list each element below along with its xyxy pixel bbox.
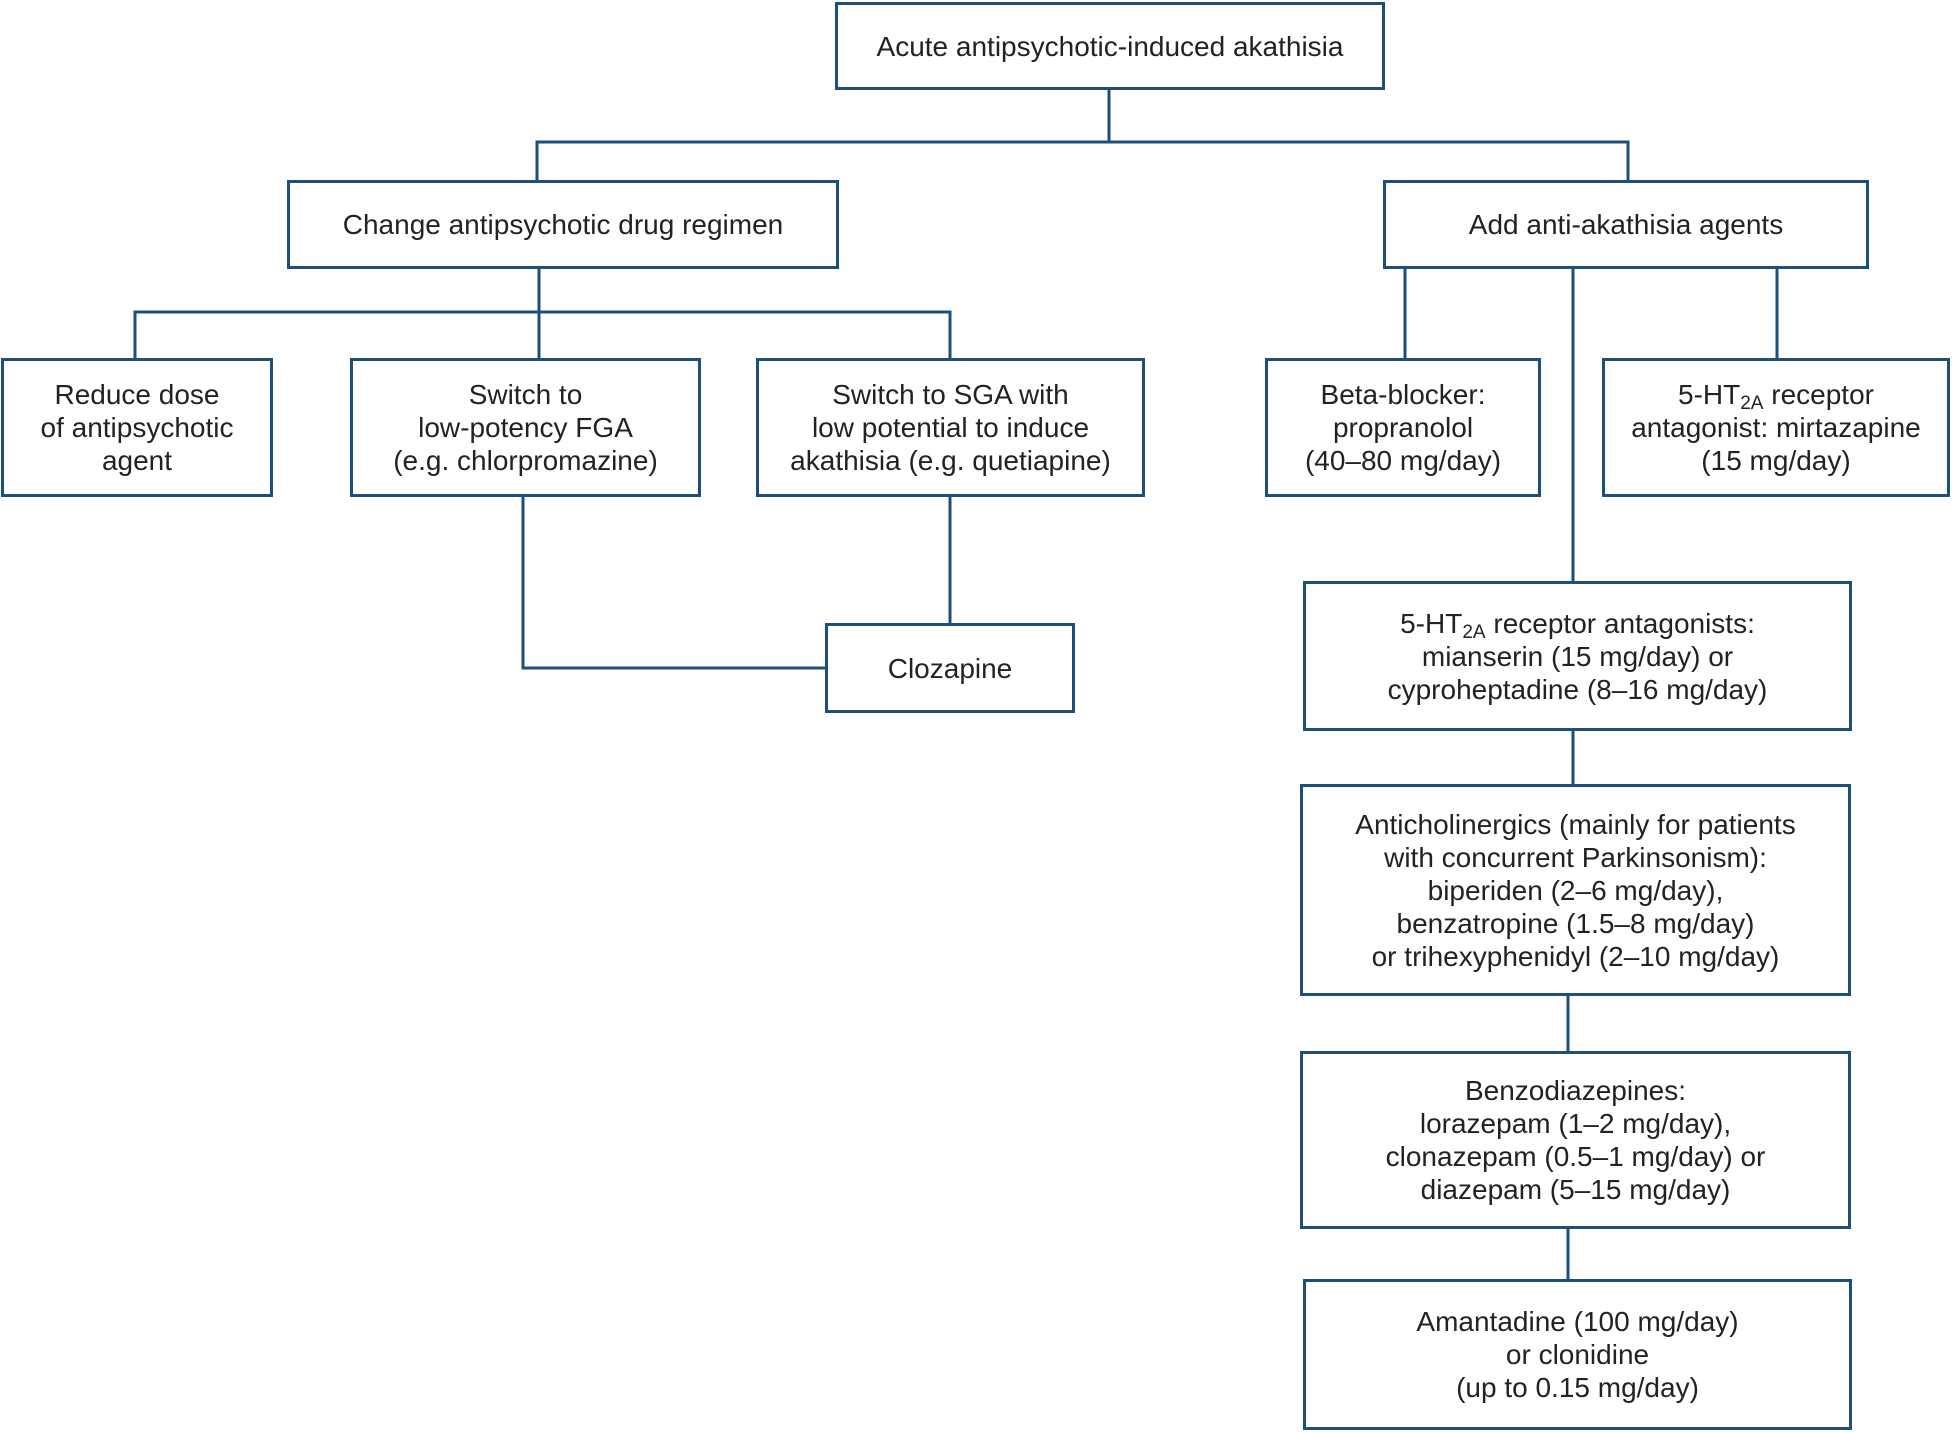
add-agents-box: Add anti-akathisia agents — [1383, 180, 1869, 269]
switch-fga-box: Switch to low-potency FGA (e.g. chlorpro… — [350, 358, 701, 497]
anticholinergics-line: or trihexyphenidyl (2–10 mg/day) — [1371, 940, 1780, 972]
switch-sga-line: Switch to SGA with — [832, 379, 1069, 410]
benzodiazepines-line: Benzodiazepines: — [1464, 1075, 1687, 1106]
mirtazapine-line: antagonist: mirtazapine — [1631, 412, 1921, 443]
switch-sga-box: Switch to SGA with low potential to indu… — [756, 358, 1145, 497]
ht2a-antagonists-box: 5-HT2A receptor antagonists: mianserin (… — [1303, 581, 1852, 731]
beta-blocker-line: (40–80 mg/day) — [1304, 445, 1502, 476]
ht-suffix: receptor — [1763, 379, 1874, 410]
reduce-dose-line: of antipsychotic — [40, 412, 234, 443]
ht2a-line: cyproheptadine (8–16 mg/day) — [1387, 673, 1768, 705]
root-box: Acute antipsychotic-induced akathisia — [835, 2, 1385, 90]
ht-prefix: 5-HT — [1678, 379, 1741, 410]
switch-sga-line: low potential to induce — [811, 412, 1090, 443]
ht2a-line: mianserin (15 mg/day) or — [1421, 640, 1734, 672]
mirtazapine-box: 5-HT2A receptor antagonist: mirtazapine … — [1602, 358, 1950, 497]
switch-fga-line: low-potency FGA — [418, 412, 633, 443]
benzodiazepines-line: diazepam (5–15 mg/day) — [1420, 1174, 1731, 1205]
amantadine-box: Amantadine (100 mg/day) or clonidine (up… — [1303, 1279, 1852, 1430]
ht-subscript: 2A — [1462, 621, 1486, 643]
ht-prefix: 5-HT — [1400, 607, 1463, 639]
beta-blocker-line: propranolol — [1332, 412, 1474, 443]
benzodiazepines-line: clonazepam (0.5–1 mg/day) or — [1385, 1141, 1766, 1172]
clozapine-label: Clozapine — [887, 652, 1013, 684]
amantadine-line: or clonidine — [1505, 1339, 1650, 1370]
ht-subscript: 2A — [1740, 393, 1764, 414]
add-agents-label: Add anti-akathisia agents — [1468, 209, 1784, 240]
benzodiazepines-box: Benzodiazepines: lorazepam (1–2 mg/day),… — [1300, 1051, 1851, 1229]
anticholinergics-box: Anticholinergics (mainly for patients wi… — [1300, 784, 1851, 996]
mirtazapine-line: (15 mg/day) — [1701, 445, 1851, 476]
reduce-dose-line: Reduce dose — [54, 379, 220, 410]
switch-sga-line: akathisia (e.g. quetiapine) — [790, 445, 1111, 476]
anticholinergics-line: biperiden (2–6 mg/day), — [1427, 874, 1724, 906]
ht2a-line: 5-HT2A receptor antagonists: — [1400, 607, 1755, 643]
amantadine-line: (up to 0.15 mg/day) — [1456, 1372, 1699, 1403]
ht-suffix: receptor antagonists: — [1485, 607, 1755, 639]
switch-fga-line: Switch to — [468, 379, 583, 410]
anticholinergics-line: with concurrent Parkinsonism): — [1384, 841, 1767, 873]
change-regimen-box: Change antipsychotic drug regimen — [287, 180, 839, 269]
amantadine-line: Amantadine (100 mg/day) — [1416, 1306, 1739, 1337]
benzodiazepines-line: lorazepam (1–2 mg/day), — [1419, 1108, 1732, 1139]
clozapine-box: Clozapine — [825, 623, 1075, 713]
root-label: Acute antipsychotic-induced akathisia — [876, 30, 1344, 62]
reduce-dose-line: agent — [101, 445, 173, 476]
anticholinergics-line: Anticholinergics (mainly for patients — [1355, 808, 1796, 840]
anticholinergics-line: benzatropine (1.5–8 mg/day) — [1396, 907, 1755, 939]
switch-fga-line: (e.g. chlorpromazine) — [393, 445, 658, 476]
mirtazapine-line: 5-HT2A receptor — [1678, 378, 1874, 414]
reduce-dose-box: Reduce dose of antipsychotic agent — [1, 358, 273, 497]
beta-blocker-box: Beta-blocker: propranolol (40–80 mg/day) — [1265, 358, 1541, 497]
beta-blocker-line: Beta-blocker: — [1320, 379, 1486, 410]
change-regimen-label: Change antipsychotic drug regimen — [342, 209, 784, 240]
